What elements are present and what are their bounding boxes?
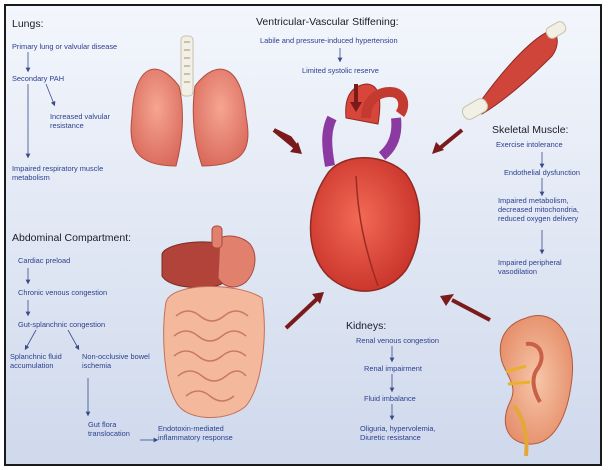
lungs-item-valvular: Increased valvular resistance: [50, 112, 110, 130]
skeletal-item-metabolism: Impaired metabolism, decreased mitochond…: [498, 196, 594, 223]
heart-illustration: [311, 84, 420, 291]
abdominal-item-ischemia: Non-occlusive bowel ischemia: [82, 352, 152, 370]
digestive-illustration: [162, 226, 264, 418]
lungs-item-respiratory: Impaired respiratory muscle metabolism: [12, 164, 122, 182]
kidneys-item-congestion: Renal venous congestion: [356, 336, 439, 345]
muscle-illustration: [460, 20, 567, 122]
stiffening-item-reserve: Limited systolic reserve: [302, 66, 379, 75]
kidneys-heading: Kidneys:: [346, 320, 386, 332]
skeletal-item-exercise: Exercise intolerance: [496, 140, 563, 149]
abdominal-item-endotoxin: Endotoxin-mediated inflammatory response: [158, 424, 268, 442]
abdominal-item-preload: Cardiac preload: [18, 256, 70, 265]
abdominal-heading: Abdominal Compartment:: [12, 232, 131, 244]
abdominal-item-fluid: Splanchnic fluid accumulation: [10, 352, 68, 370]
skeletal-heading: Skeletal Muscle:: [492, 124, 568, 136]
skeletal-item-endothelial: Endothelial dysfunction: [504, 168, 580, 177]
lungs-heading: Lungs:: [12, 18, 44, 30]
abdominal-item-venous: Chronic venous congestion: [18, 288, 107, 297]
stiffening-heading: Ventricular-Vascular Stiffening:: [256, 16, 399, 28]
kidneys-item-impairment: Renal impairment: [364, 364, 422, 373]
lungs-item-primary: Primary lung or valvular disease: [12, 42, 117, 51]
abdominal-item-gut: Gut-splanchnic congestion: [18, 320, 105, 329]
kidneys-item-oliguria: Oliguria, hypervolemia, Diuretic resista…: [360, 424, 456, 442]
skeletal-item-vasodilation: Impaired peripheral vasodilation: [498, 258, 588, 276]
kidneys-item-fluid: Fluid imbalance: [364, 394, 416, 403]
kidney-illustration: [500, 316, 572, 456]
stiffening-item-hypertension: Labile and pressure-induced hypertension: [260, 36, 398, 45]
lungs-item-secondary-pah: Secondary PAH: [12, 74, 64, 83]
abdominal-item-flora: Gut flora translocation: [88, 420, 140, 438]
lungs-illustration: [131, 36, 248, 166]
figure-frame: Lungs: Primary lung or valvular disease …: [4, 4, 602, 466]
